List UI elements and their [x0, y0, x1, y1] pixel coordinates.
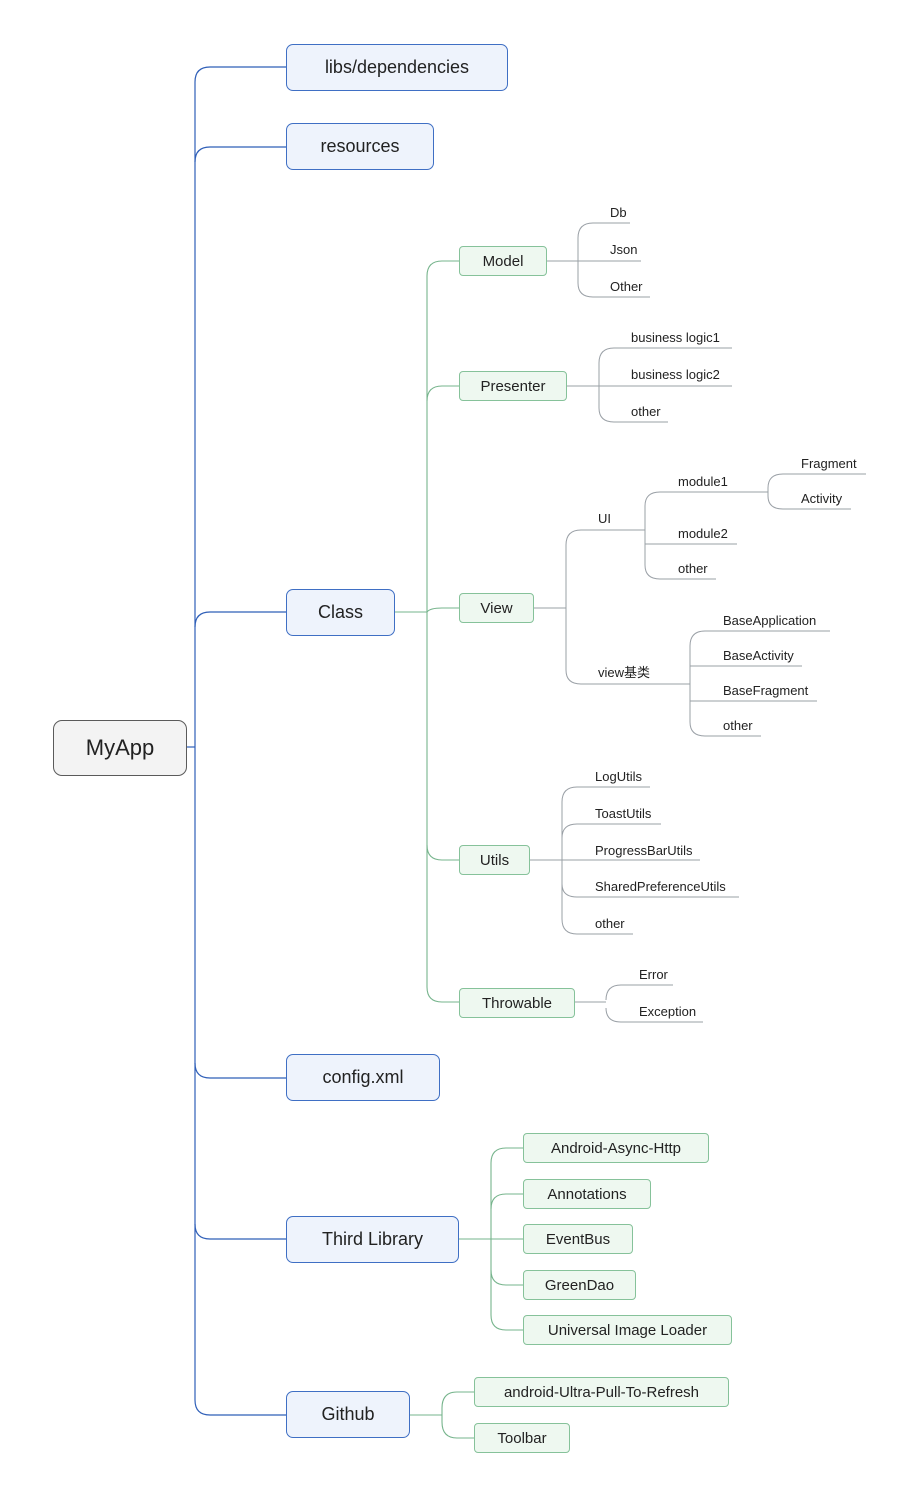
node-universal-image-loader[interactable]: Universal Image Loader — [523, 1315, 732, 1345]
node-class[interactable]: Class — [286, 589, 395, 636]
leaf-ui[interactable]: UI — [598, 511, 611, 526]
node-class-label: Class — [317, 602, 363, 622]
node-presenter[interactable]: Presenter — [459, 371, 567, 401]
node-libs-label: libs/dependencies — [324, 57, 470, 77]
node-eventbus[interactable]: EventBus — [523, 1224, 633, 1254]
leaf-toastutils[interactable]: ToastUtils — [595, 806, 652, 821]
leaf-db[interactable]: Db — [610, 205, 627, 220]
node-android-ultra-pull-to-refresh[interactable]: android-Ultra-Pull-To-Refresh — [474, 1377, 729, 1407]
leaf-logutils[interactable]: LogUtils — [595, 769, 642, 784]
root-node[interactable]: MyApp — [53, 720, 187, 776]
leaf-base-activity[interactable]: BaseActivity — [723, 648, 794, 663]
leaf-business-logic1[interactable]: business logic1 — [631, 330, 720, 345]
node-label: Android-Async-Http — [550, 1139, 682, 1157]
leaf-view-base[interactable]: view基类 — [598, 665, 651, 680]
node-config-xml[interactable]: config.xml — [286, 1054, 440, 1101]
leaf-base-application[interactable]: BaseApplication — [723, 613, 817, 628]
leaf-module1[interactable]: module1 — [678, 474, 728, 489]
leaf-activity[interactable]: Activity — [801, 491, 843, 506]
node-model[interactable]: Model — [459, 246, 547, 276]
leaf-error[interactable]: Error — [639, 967, 668, 982]
node-view[interactable]: View — [459, 593, 534, 623]
leaf-base-fragment[interactable]: BaseFragment — [723, 683, 809, 698]
leaf-connectors — [530, 222, 866, 1023]
node-throwable-label: Throwable — [481, 994, 553, 1012]
node-github[interactable]: Github — [286, 1391, 410, 1438]
leaf-base-other[interactable]: other — [723, 718, 753, 733]
leaf-presenter-other[interactable]: other — [631, 404, 661, 419]
node-utils[interactable]: Utils — [459, 845, 530, 875]
leaf-ui-other[interactable]: other — [678, 561, 708, 576]
node-throwable[interactable]: Throwable — [459, 988, 575, 1018]
node-libs-dependencies[interactable]: libs/dependencies — [286, 44, 508, 91]
node-model-label: Model — [482, 252, 524, 270]
root-label: MyApp — [85, 735, 155, 760]
node-label: EventBus — [545, 1230, 611, 1248]
leaf-business-logic2[interactable]: business logic2 — [631, 367, 720, 382]
node-github-label: Github — [321, 1404, 375, 1424]
node-greendao[interactable]: GreenDao — [523, 1270, 636, 1300]
main-connectors — [187, 66, 286, 1416]
leaf-json[interactable]: Json — [610, 242, 638, 257]
node-utils-label: Utils — [479, 851, 510, 869]
node-resources-label: resources — [320, 136, 400, 156]
node-third-label: Third Library — [321, 1229, 424, 1249]
node-android-async-http[interactable]: Android-Async-Http — [523, 1133, 709, 1163]
leaf-exception[interactable]: Exception — [639, 1004, 697, 1019]
node-presenter-label: Presenter — [480, 377, 546, 395]
leaf-module2[interactable]: module2 — [678, 526, 728, 541]
node-label: Annotations — [547, 1185, 627, 1203]
node-view-label: View — [480, 599, 513, 617]
leaf-fragment[interactable]: Fragment — [801, 456, 857, 471]
node-toolbar[interactable]: Toolbar — [474, 1423, 570, 1453]
node-resources[interactable]: resources — [286, 123, 434, 170]
class-connectors — [395, 260, 523, 1439]
node-label: GreenDao — [544, 1276, 615, 1294]
leaf-sharedpreferenceutils[interactable]: SharedPreferenceUtils — [595, 879, 726, 894]
node-label: android-Ultra-Pull-To-Refresh — [503, 1383, 700, 1401]
node-annotations[interactable]: Annotations — [523, 1179, 651, 1209]
node-label: Universal Image Loader — [547, 1321, 708, 1339]
node-label: Toolbar — [497, 1429, 547, 1447]
node-third-library[interactable]: Third Library — [286, 1216, 459, 1263]
node-config-label: config.xml — [322, 1067, 404, 1087]
leaf-utils-other[interactable]: other — [595, 916, 625, 931]
leaf-progressbarutils[interactable]: ProgressBarUtils — [595, 843, 693, 858]
leaf-model-other[interactable]: Other — [610, 279, 643, 294]
